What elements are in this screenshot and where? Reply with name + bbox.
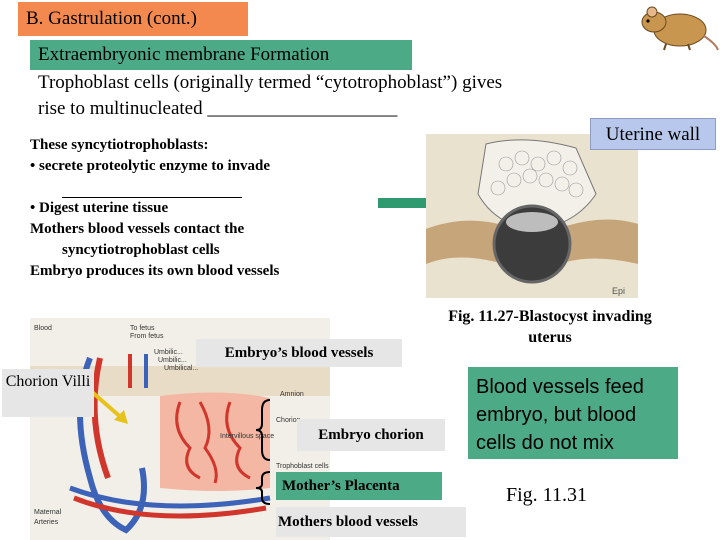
fig-label-amnion: Amnion [280,391,304,398]
figure-caption-blastocyst: Fig. 11.27-Blastocyst invading uterus [448,308,652,346]
slide-title: B. Gastrulation (cont.) [18,2,248,36]
chorion-arrow [90,390,128,424]
embryo-chorion-label: Embryo chorion [297,419,445,451]
fig-label-from-fetus: From fetus [130,333,164,340]
mother-vessels-label: Mothers blood vessels [276,507,466,537]
fig-label-to-fetus: To fetus [130,325,155,332]
bullet-line-4: Embryo produces its own blood vessels [30,263,280,279]
fig-label-umbilical-3: Umbilical... [164,365,198,372]
embryo-chorion-brace [256,399,271,461]
chorion-villi-label: Chorion Villi [2,369,94,417]
fill-blank [30,177,430,198]
fig-label-umbilical-1: Umbilic... [154,349,183,356]
bullet-item-2: • Digest uterine tissue [30,200,169,216]
fig-label-chorion: Chorion [276,417,301,424]
fig-label-intervillous: Intervillous space [220,433,274,440]
fig-label-arteries: Arteries [34,519,59,526]
embryo-vessels-label: Embryo’s blood vessels [196,339,402,367]
intro-text: Trophoblast cells (originally termed “cy… [38,70,658,122]
mother-placenta-label: Mother’s Placenta [276,472,442,500]
bullet-heading: These syncytiotrophoblasts: [30,137,209,153]
intro-line-1: Trophoblast cells (originally termed “cy… [38,72,503,93]
placenta-brace [256,471,271,505]
blastocyst-uterus-image: Epi [426,134,638,298]
fig-label-umbilical-2: Umbilic... [158,357,187,364]
fig-label-maternal: Maternal [34,509,62,516]
figure-caption-placenta: Fig. 11.31 [506,484,587,506]
placenta-diagram-image: Blood To fetus From fetus Umbilic... Umb… [30,318,330,540]
fig-label-blood: Blood [34,325,52,332]
bullet-list: These syncytiotrophoblasts: • secrete pr… [30,135,430,282]
bullet-line-3b: syncytiotrophoblast cells [62,242,220,258]
section-heading: Extraembryonic membrane Formation [30,40,412,70]
intro-line-2: rise to multinucleated _________________… [38,98,398,119]
blood-vessels-note: Blood vessels feed embryo, but blood cel… [468,367,678,459]
fig-label-trophoblast: Trophoblast cells [276,463,329,470]
mouse-illustration [641,6,719,51]
uterine-wall-label: Uterine wall [590,118,716,150]
bullet-line-3: Mothers blood vessels contact the [30,221,245,237]
epi-label: Epi [612,286,625,296]
bullet-item-1: • secrete proteolytic enzyme to invade [30,158,271,174]
